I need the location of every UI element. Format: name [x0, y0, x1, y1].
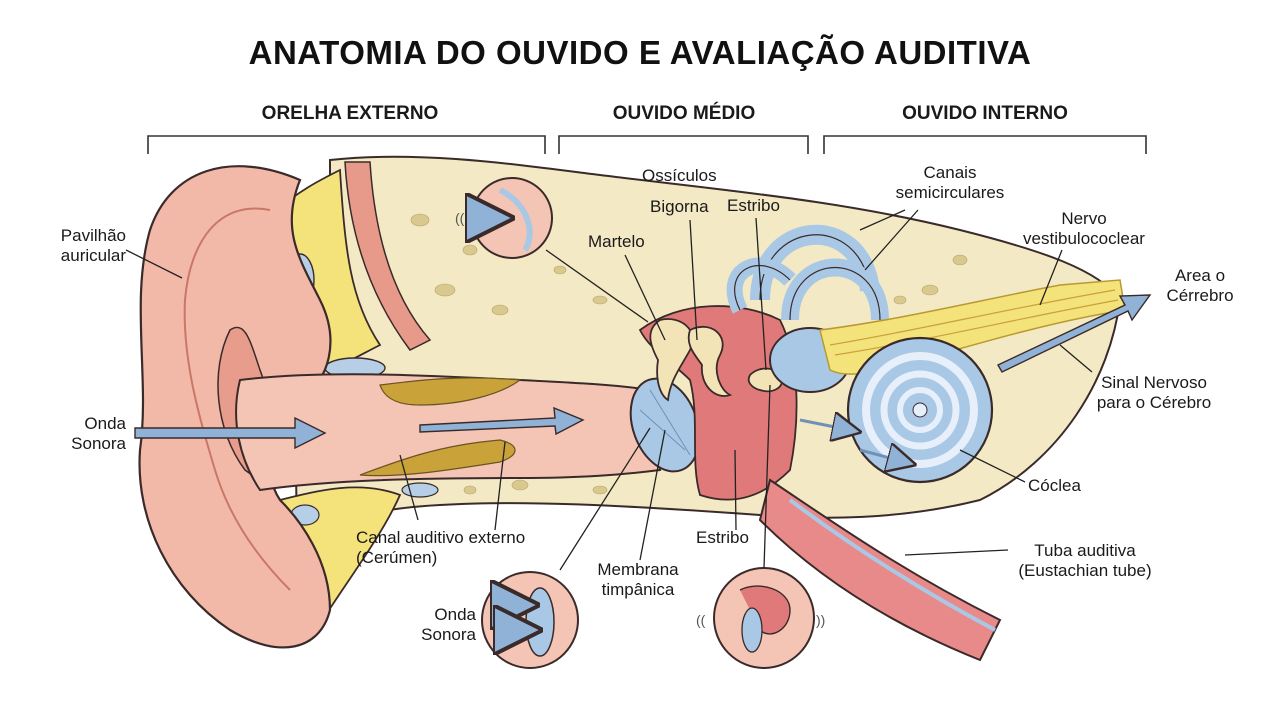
semicircular-canals — [726, 224, 889, 321]
bracket-middle-ear — [558, 135, 809, 154]
section-inner-ear: OUVIDO INTERNO — [902, 103, 1068, 124]
incus — [687, 325, 733, 397]
pinna-inner-fold — [183, 207, 291, 591]
label-ear-canal: Canal auditivo externo(Cerúmen) — [356, 528, 526, 567]
ear-canal — [235, 373, 662, 492]
inset-bottom-right: (( )) — [696, 567, 825, 669]
label-cochlea: Cóclea — [1028, 476, 1081, 495]
cerumen-lower — [359, 439, 516, 477]
eustachian-tube — [758, 478, 1002, 662]
leader-lines — [125, 209, 1093, 571]
label-ossicles: Ossículos — [642, 166, 717, 185]
cochlea — [846, 336, 994, 484]
section-middle-ear: OUVIDO MÉDIO — [612, 103, 756, 124]
page-title: ANATOMIA DO OUVIDO E AVALIAÇÃO AUDITIVA — [248, 34, 1032, 71]
skin-layer — [344, 161, 432, 351]
bracket-outer-ear — [147, 135, 546, 154]
section-outer-ear: ORELHA EXTERNO — [261, 103, 439, 124]
label-hammer: Martelo — [588, 232, 645, 251]
nerve-signal-arrow — [997, 294, 1152, 373]
label-stirrup-bottom: Estribo — [696, 528, 749, 547]
svg-text:((: (( — [696, 612, 706, 628]
bracket-inner-ear — [823, 135, 1147, 154]
svg-text:((: (( — [455, 210, 465, 226]
section-brackets — [147, 135, 1147, 154]
cerumen-upper — [379, 377, 522, 406]
inset-top: (( — [455, 177, 553, 259]
inset-bottom-left — [481, 571, 579, 669]
label-stirrup-top: Estribo — [727, 196, 780, 215]
svg-text:)): )) — [816, 612, 825, 628]
label-eustachian-tube: Tuba auditiva(Eustachian tube) — [1018, 541, 1152, 580]
sound-arrows — [134, 406, 585, 450]
label-anvil: Bigorna — [650, 197, 709, 216]
